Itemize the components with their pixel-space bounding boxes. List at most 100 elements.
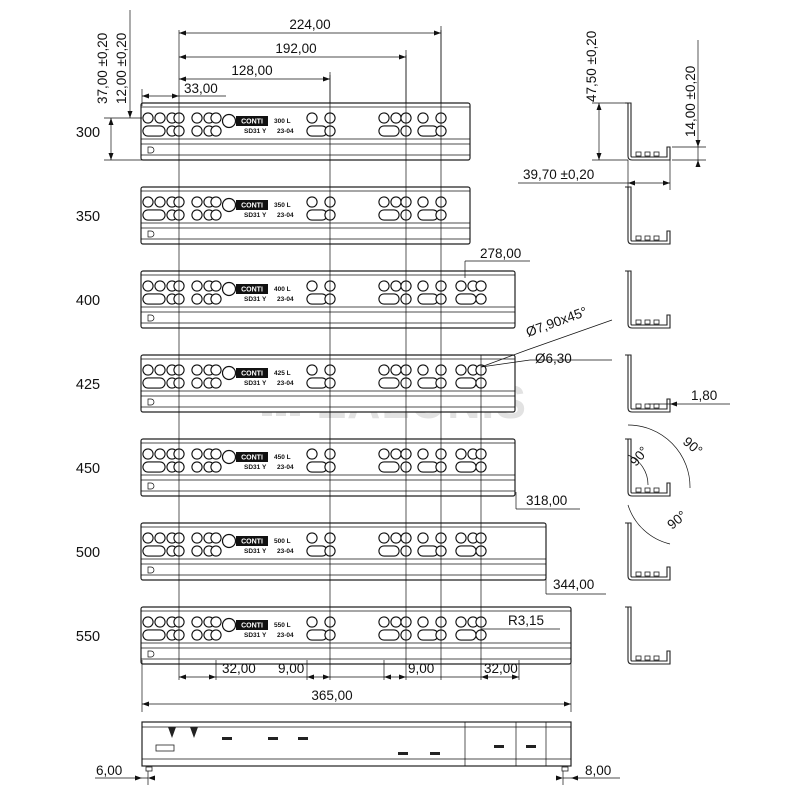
profile-ball [644,655,651,661]
dim-32-right: 32,00 [484,661,518,676]
profile-ball [644,403,651,409]
brand-logo-icon [221,533,237,549]
side-view-profile [141,721,572,772]
slide-length-label: 350 [76,209,100,225]
mounting-hole [191,377,203,389]
mounting-hole [210,616,222,628]
profile-ball [653,487,660,493]
mounting-hole [191,196,203,208]
slot-hole [378,545,400,557]
mounting-hole [210,448,222,460]
mounting-hole [378,448,390,460]
mounting-hole [210,629,222,641]
mounting-hole [154,616,166,628]
slot-hole [417,377,439,389]
slide-marking-3: 23-04 [277,212,294,219]
mounting-hole [378,196,390,208]
slide-length-label: 500 [76,545,100,561]
mounting-hole [306,364,318,376]
slot-hole [378,629,400,641]
dim-32-left: 32,00 [222,661,256,676]
brand-logo-text: CONTI [241,287,263,294]
slot-hole [417,125,439,137]
dim-12: 12,00 ±0,20 [114,33,129,104]
mounting-hole [455,532,467,544]
brand-logo-plate [236,620,268,630]
slide-marking-2: SD31 Y [244,632,267,639]
profile-ball [644,487,651,493]
profile-dimensions: 47,50 ±0,20 14,00 ±0,20 39,70 ±0,20 1,80… [518,31,730,545]
dim-37: 37,00 ±0,20 [95,33,110,104]
dim-14: 14,00 ±0,20 [683,66,698,137]
profile-ball [635,571,642,577]
mounting-hole [455,280,467,292]
profile-outline [625,102,671,161]
slide-marking-3: 23-04 [277,548,294,555]
mounting-hole [191,616,203,628]
brand-logo-text: CONTI [241,371,263,378]
mounting-hole [191,293,203,305]
slot-hole [417,545,439,557]
profile-ball [644,319,651,325]
slide-marking-2: SD31 Y [244,464,267,471]
slide-stamp-icon [147,230,155,238]
profile-ball [653,319,660,325]
mounting-hole [306,196,318,208]
profile-ball [635,655,642,661]
profile-ball [653,571,660,577]
mounting-hole [191,461,203,473]
mounting-hole [210,377,222,389]
mounting-hole [210,364,222,376]
slide-marking-3: 23-04 [277,632,294,639]
mounting-hole [378,112,390,124]
dim-278: 278,00 [480,246,521,261]
mounting-hole [417,532,429,544]
dim-hole: Ø6,30 [535,351,572,366]
profile-outline [625,606,671,665]
mounting-hole [390,616,402,628]
mounting-hole [306,112,318,124]
mounting-hole [417,364,429,376]
mounting-hole [378,532,390,544]
mounting-hole [154,112,166,124]
slot-hole [142,545,166,557]
mounting-hole [210,293,222,305]
brand-logo-text: CONTI [241,539,263,546]
slot-hole [417,293,439,305]
mounting-hole [475,280,487,292]
slot-hole [306,209,328,221]
profile-ball [653,403,660,409]
mounting-hole [306,448,318,460]
profile-ball [644,151,651,157]
brand-logo-plate [236,368,268,378]
mounting-hole [142,196,154,208]
slide-marking-3: 23-04 [277,128,294,135]
brand-logo-icon [221,617,237,633]
mounting-hole [417,112,429,124]
mounting-hole [210,280,222,292]
dim-39-7: 39,70 ±0,20 [523,167,594,182]
brand-logo-text: CONTI [241,455,263,462]
brand-logo-icon [221,449,237,465]
angle-b: 90° [680,434,705,459]
dim-128: 128,00 [231,63,272,78]
brand-logo-icon [221,281,237,297]
slide-length-label: 425 [76,377,100,393]
slot-hole [455,377,477,389]
mounting-hole [306,280,318,292]
profile-ball [635,487,642,493]
mounting-hole [210,125,222,137]
mounting-hole [142,112,154,124]
slot-hole [306,293,328,305]
slot-hole [417,209,439,221]
mounting-hole [191,209,203,221]
mounting-hole [191,448,203,460]
